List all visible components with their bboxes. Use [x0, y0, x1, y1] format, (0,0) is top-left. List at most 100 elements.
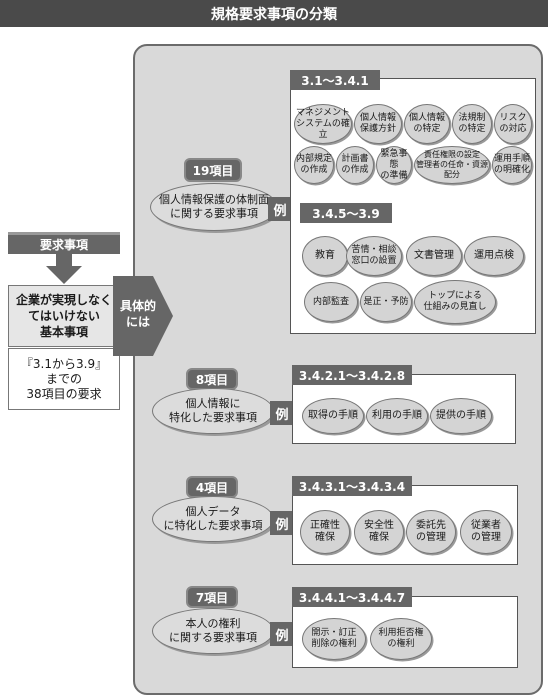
item-responsibility-authority: 責任権限の設定管理者の任命・資源配分: [414, 146, 490, 184]
item-line: 内部規定: [295, 154, 332, 164]
item-operation-check: 運用点検: [464, 236, 524, 276]
group1-description: 個人情報保護の体制面 に関する要求事項: [150, 183, 278, 231]
scope-note-box: 『3.1から3.9』 までの 38項目の要求: [8, 348, 120, 410]
item-line: 仕組みの見直し: [423, 302, 487, 312]
item-line: 提供の手順: [436, 410, 486, 421]
basic-requirements-box: 企業が実現しなく てはいけない 基本事項: [8, 285, 120, 347]
item-employee-management: 従業者の管理: [460, 510, 512, 554]
basic-line-1: 企業が実現しなく: [15, 293, 112, 307]
group3-desc-line-1: 個人データ: [185, 505, 241, 518]
item-line: 利用の手順: [372, 410, 422, 421]
item-line: 法規制: [458, 113, 486, 123]
item-line: 運用手順: [493, 154, 530, 164]
group4-desc-line-1: 本人の権利: [185, 617, 241, 630]
item-line: 運用点検: [474, 250, 514, 261]
group3-example-label: 例: [270, 511, 294, 535]
item-line: の明確化: [493, 165, 530, 175]
item-management-system: マネジメントシステムの確立: [294, 104, 352, 144]
item-line: 保護方針: [359, 124, 396, 134]
item-line: 確保: [315, 532, 335, 543]
item-line: 従業者: [471, 520, 501, 531]
group4-section-header: 3.4.4.1～3.4.4.7: [292, 587, 412, 607]
item-usage-refusal-rights: 利用拒否権の権利: [370, 618, 432, 660]
group2-description: 個人情報に 特化した要求事項: [152, 388, 274, 434]
item-line: の特定: [458, 124, 486, 134]
item-regulation-identification: 法規制の特定: [452, 104, 492, 144]
concrete-line-1: 具体的: [119, 299, 156, 313]
item-risk-response: リスクの対応: [494, 104, 532, 144]
group3-description: 個人データ に特化した要求事項: [152, 496, 274, 542]
group2-desc-line-2: 特化した要求事項: [169, 411, 257, 424]
group1-count-badge: 19項目: [184, 158, 242, 182]
group2-section-header: 3.4.2.1～3.4.2.8: [292, 365, 412, 385]
note-line-1: 『3.1から3.9』: [20, 356, 108, 371]
item-provision-procedure: 提供の手順: [430, 398, 492, 434]
item-corrective-preventive: 是正・予防: [360, 282, 412, 322]
item-contractor-management: 委託先の管理: [406, 510, 456, 554]
note-line-3: 38項目の要求: [26, 386, 102, 401]
note-line-2: までの: [45, 371, 82, 386]
item-accuracy-assurance: 正確性確保: [300, 510, 350, 554]
group4-description: 本人の権利 に関する要求事項: [152, 608, 274, 654]
requirements-header: 要求事項: [8, 232, 120, 254]
group2-count-badge: 8項目: [186, 368, 238, 390]
item-line: 個人情報: [359, 113, 396, 123]
item-line: 個人情報: [408, 113, 445, 123]
item-document-management: 文書管理: [406, 236, 462, 276]
concrete-label: 具体的 には: [116, 298, 160, 330]
item-line: 開示・訂正: [311, 628, 357, 638]
item-top-review: トップによる仕組みの見直し: [414, 280, 496, 324]
group3-section-header: 3.4.3.1～3.4.3.4: [292, 476, 412, 496]
item-line: 安全性: [364, 520, 394, 531]
item-line: 委託先: [416, 520, 446, 531]
item-line: 計画書: [341, 154, 369, 164]
group4-count-badge: 7項目: [186, 586, 238, 608]
item-line: の権利: [387, 639, 415, 649]
item-line: 教育: [315, 250, 335, 261]
group2-example-label: 例: [270, 401, 294, 425]
item-line: の管理: [471, 532, 501, 543]
item-line: の特定: [413, 124, 441, 134]
item-security-assurance: 安全性確保: [354, 510, 404, 554]
item-line: 利用拒否権: [378, 628, 424, 638]
group1-desc-line-1: 個人情報保護の体制面: [159, 193, 269, 206]
group4-example-label: 例: [270, 622, 294, 646]
item-line: 緊急事態: [380, 148, 408, 170]
item-disclosure-correction-rights: 開示・訂正削除の権利: [302, 618, 366, 660]
item-line: の準備: [380, 170, 408, 181]
item-line: 内部監査: [312, 296, 349, 307]
item-line: 苦情・相談: [351, 245, 397, 255]
group3-desc-line-2: に特化した要求事項: [163, 519, 263, 532]
item-line: 是正・予防: [363, 296, 409, 307]
item-line: の作成: [341, 165, 369, 175]
group1-section1-header: 3.1～3.4.1: [290, 70, 380, 90]
group2-desc-line-1: 個人情報に: [185, 397, 241, 410]
item-privacy-policy: 個人情報保護方針: [354, 104, 402, 144]
item-line: トップによる: [428, 291, 482, 301]
concrete-arrow-icon: [113, 276, 173, 356]
item-line: マネジメント: [295, 107, 350, 118]
basic-line-2: てはいけない: [28, 309, 100, 323]
item-internal-audit: 内部監査: [304, 282, 358, 322]
group1-example-label: 例: [268, 197, 292, 221]
item-line: の管理: [416, 532, 446, 543]
item-acquisition-procedure: 取得の手順: [302, 398, 364, 434]
basic-line-3: 基本事項: [39, 325, 88, 339]
item-personal-info-identification: 個人情報の特定: [404, 104, 450, 144]
item-line: 責任権限の設定: [424, 150, 480, 159]
down-arrow-icon: [46, 254, 82, 284]
item-line: 取得の手順: [308, 410, 358, 421]
item-line: 確保: [369, 532, 389, 543]
item-line: システムの確立: [296, 118, 350, 140]
item-line: 削除の権利: [311, 639, 357, 649]
item-line: リスク: [499, 113, 527, 123]
item-line: 管理者の任命・資源配分: [416, 160, 488, 179]
concrete-line-2: には: [125, 315, 150, 329]
item-complaint-desk: 苦情・相談窓口の設置: [346, 236, 402, 276]
item-line: 正確性: [310, 520, 340, 531]
item-usage-procedure: 利用の手順: [366, 398, 428, 434]
item-line: 窓口の設置: [351, 256, 397, 266]
group3-count-badge: 4項目: [186, 476, 238, 498]
group1-section2-header: 3.4.5～3.9: [300, 203, 392, 223]
item-line: の作成: [300, 165, 328, 175]
